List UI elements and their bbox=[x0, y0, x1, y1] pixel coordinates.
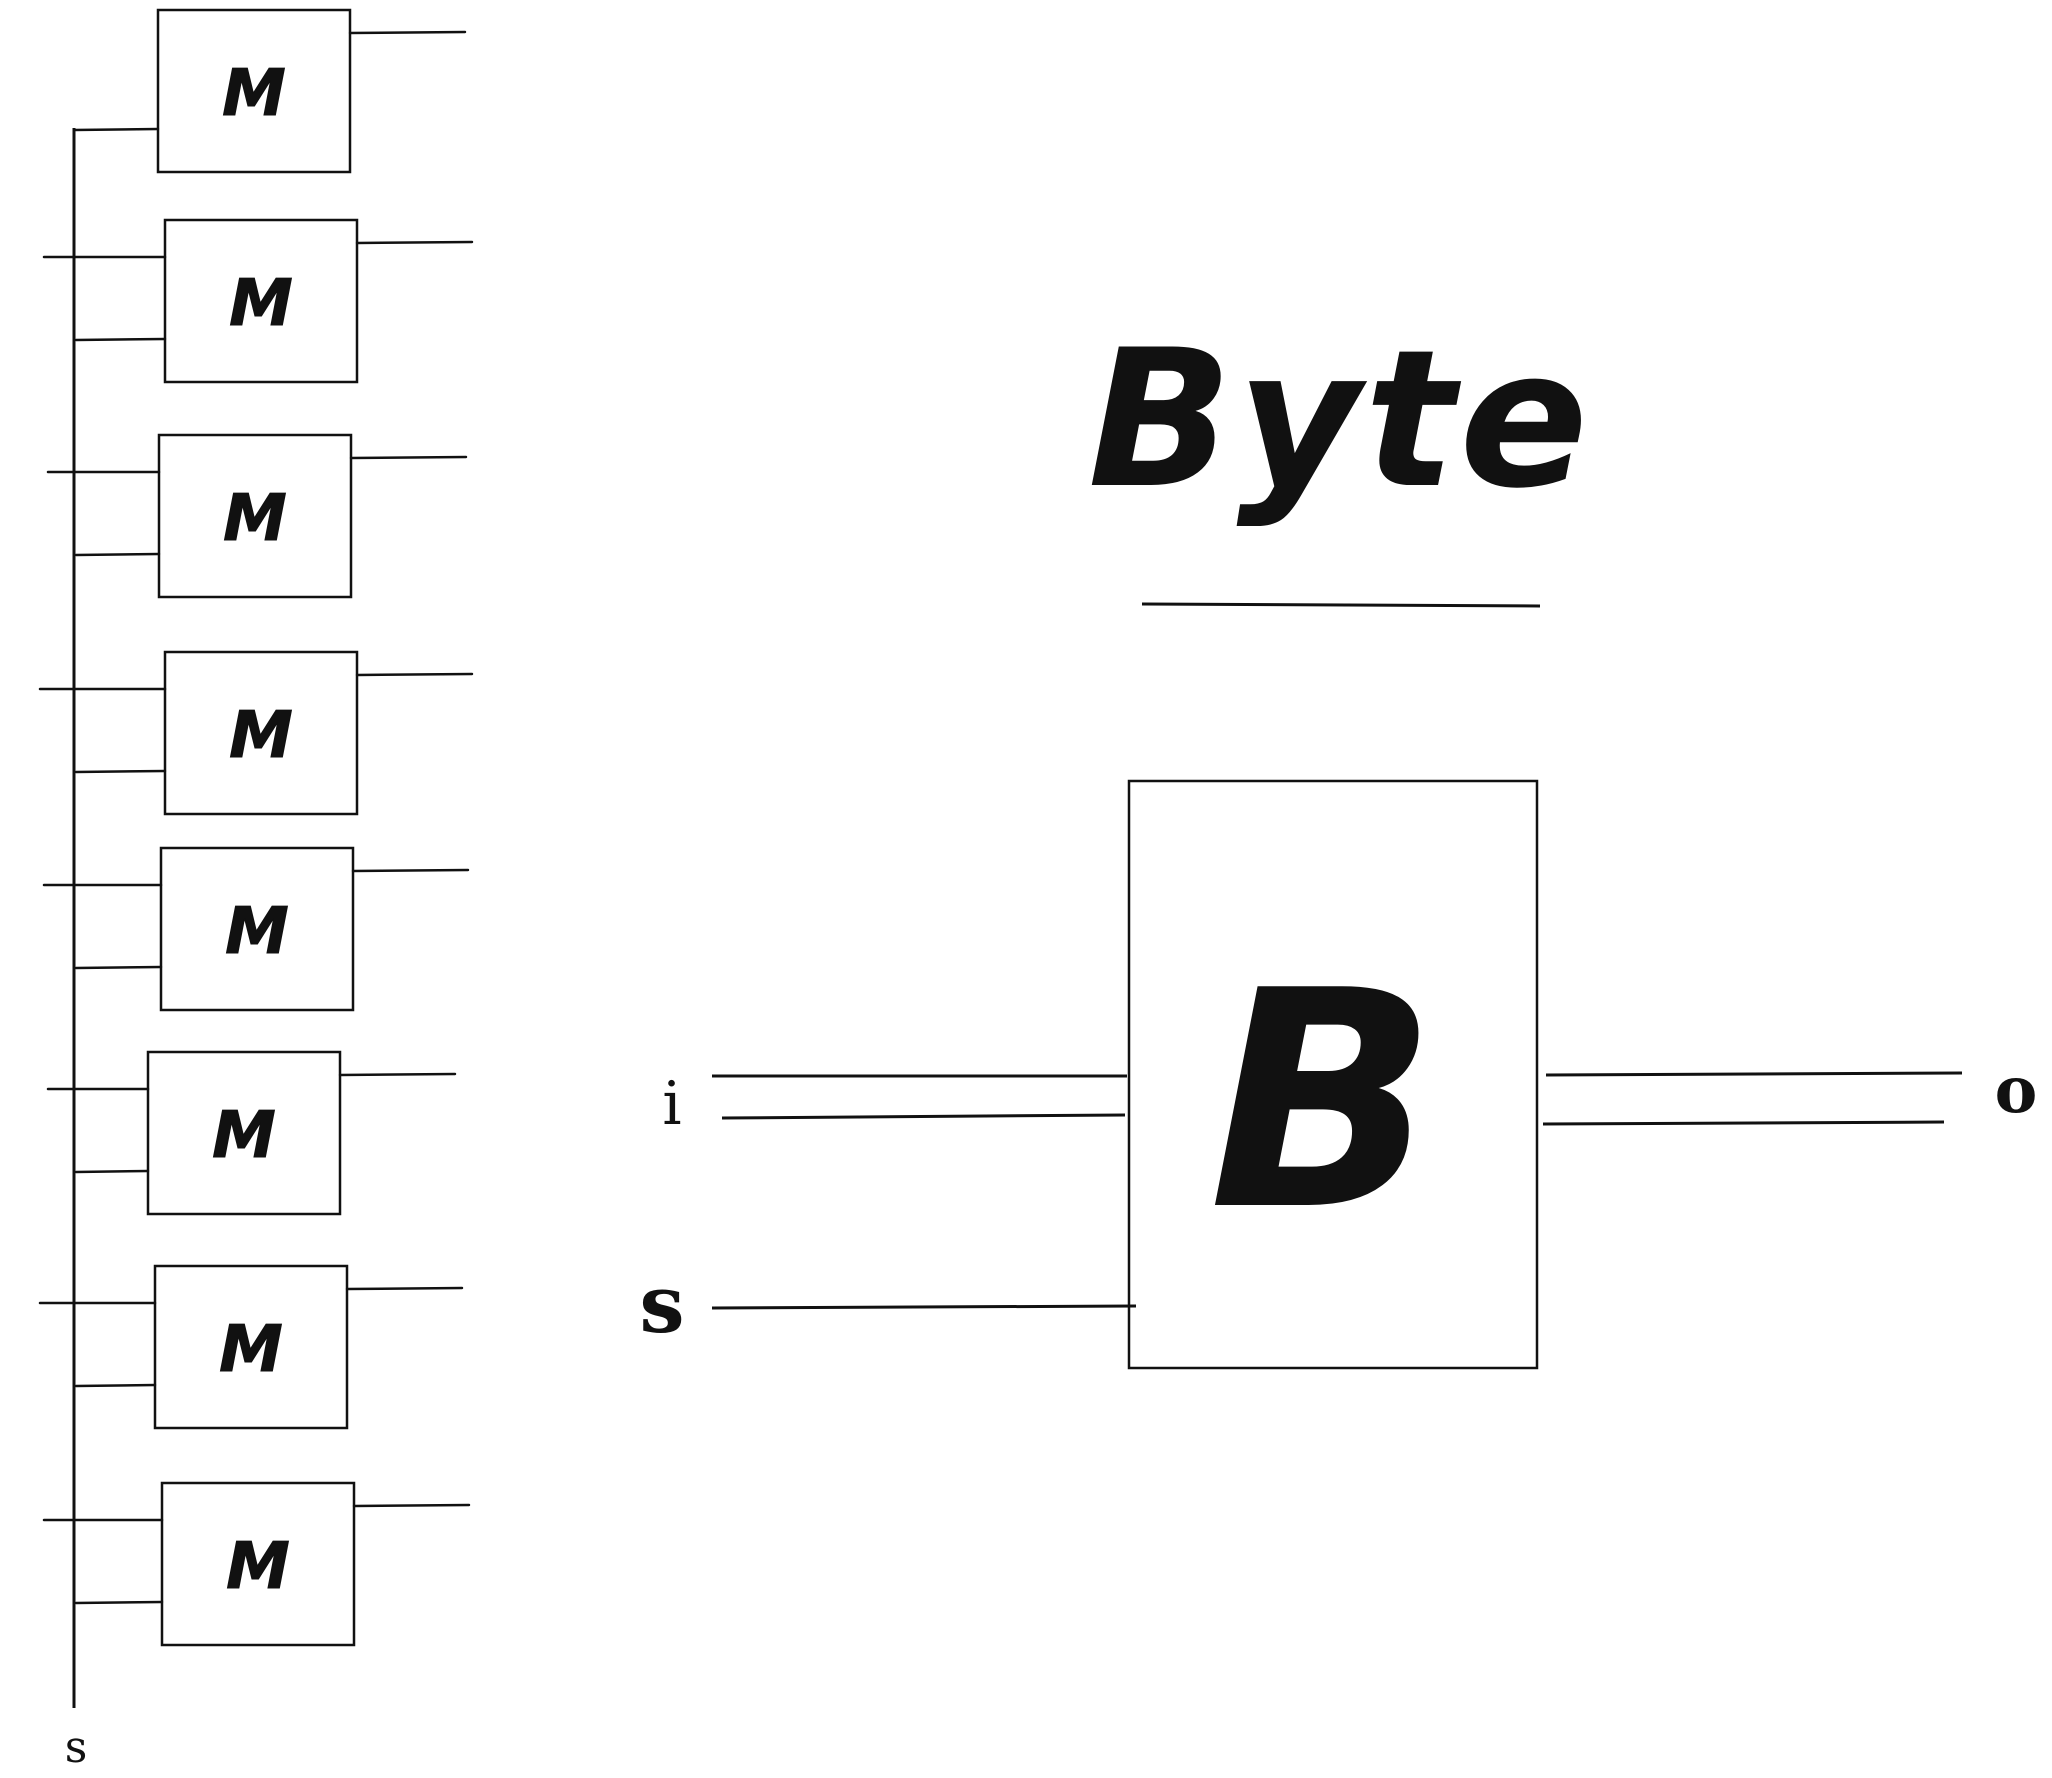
memory-cell-output-line bbox=[355, 240, 474, 245]
set-input-line bbox=[711, 1304, 1137, 1310]
memory-cell-output-line bbox=[352, 1503, 471, 1508]
memory-cell-set-line bbox=[74, 769, 167, 774]
memory-cell-label: M bbox=[223, 482, 287, 556]
input-label: i bbox=[662, 1069, 681, 1139]
memory-cell-box bbox=[159, 846, 355, 1012]
memory-cell-box bbox=[156, 8, 352, 174]
memory-cell-set-line bbox=[74, 1600, 164, 1605]
memory-cell-label: M bbox=[225, 895, 289, 969]
memory-cell-set-line bbox=[74, 1383, 157, 1388]
memory-cell-label: M bbox=[229, 699, 293, 773]
memory-cell: M bbox=[42, 1481, 471, 1647]
memory-cell-box bbox=[163, 650, 359, 816]
memory-cell-box bbox=[153, 1264, 349, 1430]
memory-cell: M bbox=[42, 846, 470, 1012]
memory-cell: M bbox=[38, 1264, 464, 1430]
output-bus-line-top bbox=[1545, 1071, 1963, 1077]
memory-cell-output-line bbox=[348, 30, 467, 35]
memory-cell-output-line bbox=[345, 1286, 464, 1291]
memory-cell-box bbox=[146, 1050, 342, 1216]
memory-cell-label: M bbox=[212, 1099, 276, 1173]
memory-cell-array: M M M M M M M M bbox=[38, 8, 474, 1647]
memory-cell-set-line bbox=[74, 965, 163, 970]
title-underline bbox=[1141, 602, 1541, 608]
memory-cell-box bbox=[157, 433, 353, 599]
memory-cell-box bbox=[163, 218, 359, 384]
memory-cell: M bbox=[46, 433, 468, 599]
memory-cell-output-line bbox=[351, 868, 470, 873]
byte-block-label: B bbox=[1209, 927, 1438, 1276]
input-bus-line-bottom bbox=[721, 1113, 1126, 1120]
output-label: o bbox=[1995, 1053, 2038, 1128]
memory-cell-set-line bbox=[74, 1169, 150, 1174]
memory-cell: M bbox=[72, 8, 467, 174]
memory-cell-output-line bbox=[349, 455, 468, 460]
memory-cell-output-line bbox=[355, 672, 474, 677]
memory-cell-label: M bbox=[226, 1530, 290, 1604]
diagram-title: Byte bbox=[1088, 309, 1592, 530]
memory-cell: M bbox=[46, 1050, 457, 1216]
memory-cell-set-line bbox=[72, 127, 160, 132]
memory-cell-label: M bbox=[229, 267, 293, 341]
set-input-label: s bbox=[639, 1257, 684, 1351]
output-bus-line-bottom bbox=[1542, 1120, 1945, 1126]
memory-cell-label: M bbox=[222, 57, 286, 131]
memory-cell: M bbox=[42, 218, 474, 384]
memory-cell-set-line bbox=[74, 552, 161, 557]
byte-block bbox=[1127, 779, 1539, 1370]
bus-label: s bbox=[65, 1722, 88, 1773]
memory-cell-box bbox=[160, 1481, 356, 1647]
memory-cell-label: M bbox=[219, 1313, 283, 1387]
memory-cell: M bbox=[38, 650, 474, 816]
memory-cell-output-line bbox=[338, 1072, 457, 1077]
memory-cell-set-line bbox=[74, 337, 167, 342]
